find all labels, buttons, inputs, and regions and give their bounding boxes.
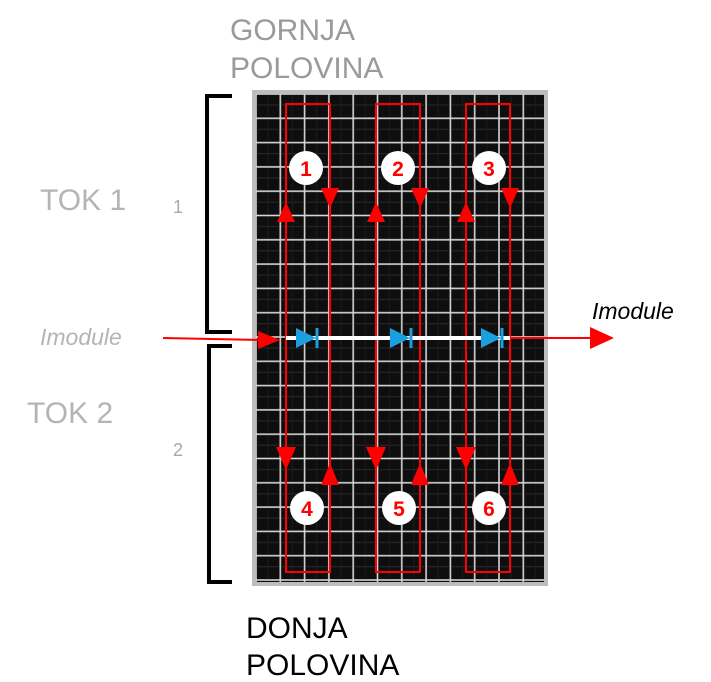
substring-2-badge bbox=[381, 151, 415, 185]
substring-4-number: 4 bbox=[301, 498, 313, 521]
arrow-down-icon bbox=[321, 188, 339, 208]
flow-2-number: 2 bbox=[173, 440, 184, 460]
arrow-up-icon bbox=[501, 463, 519, 485]
bottom-half-label-line-1: DONJA bbox=[246, 612, 348, 645]
top-half-label-line-1: GORNJA bbox=[230, 14, 356, 47]
arrow-down-icon bbox=[366, 447, 386, 470]
substring-3-badge bbox=[472, 151, 506, 185]
top-half-label-line-2: POLOVINA bbox=[230, 52, 384, 85]
substring-3-number: 3 bbox=[483, 158, 495, 181]
arrow-up-icon bbox=[457, 202, 475, 222]
arrow-down-icon bbox=[276, 447, 296, 470]
current-in-line bbox=[162, 337, 261, 341]
arrow-right-icon bbox=[258, 331, 280, 349]
substring-5-number: 5 bbox=[393, 498, 405, 521]
flow-2-label: TOK 2 bbox=[27, 397, 114, 430]
bypass-diode-icon bbox=[481, 328, 504, 348]
substring-1-number: 1 bbox=[300, 158, 312, 181]
arrow-down-icon bbox=[411, 188, 429, 208]
substring-6-number: 6 bbox=[483, 498, 495, 521]
bottom-half-label-line-2: POLOVINA bbox=[246, 649, 400, 682]
substring-1-badge bbox=[289, 151, 323, 185]
bypass-diode-icon bbox=[390, 328, 413, 348]
current-out-label: Imodule bbox=[592, 298, 674, 324]
current-in-label: Imodule bbox=[40, 324, 122, 350]
arrow-right-icon bbox=[590, 327, 614, 349]
substring-4-badge bbox=[290, 491, 324, 525]
arrow-down-icon bbox=[501, 188, 519, 208]
arrow-up-icon bbox=[367, 202, 385, 222]
flow-1-number: 1 bbox=[173, 197, 184, 217]
arrow-down-icon bbox=[456, 447, 476, 470]
arrow-up-icon bbox=[277, 202, 295, 222]
substring-5-badge bbox=[382, 491, 416, 525]
arrow-up-icon bbox=[321, 463, 339, 485]
bypass-diode-icon bbox=[296, 328, 319, 348]
substring-2-number: 2 bbox=[392, 158, 404, 181]
flow-1-bracket bbox=[205, 94, 232, 334]
substring-6-badge bbox=[472, 491, 506, 525]
flow-2-bracket bbox=[207, 344, 232, 584]
arrow-up-icon bbox=[411, 463, 429, 485]
flow-1-label: TOK 1 bbox=[40, 184, 127, 217]
